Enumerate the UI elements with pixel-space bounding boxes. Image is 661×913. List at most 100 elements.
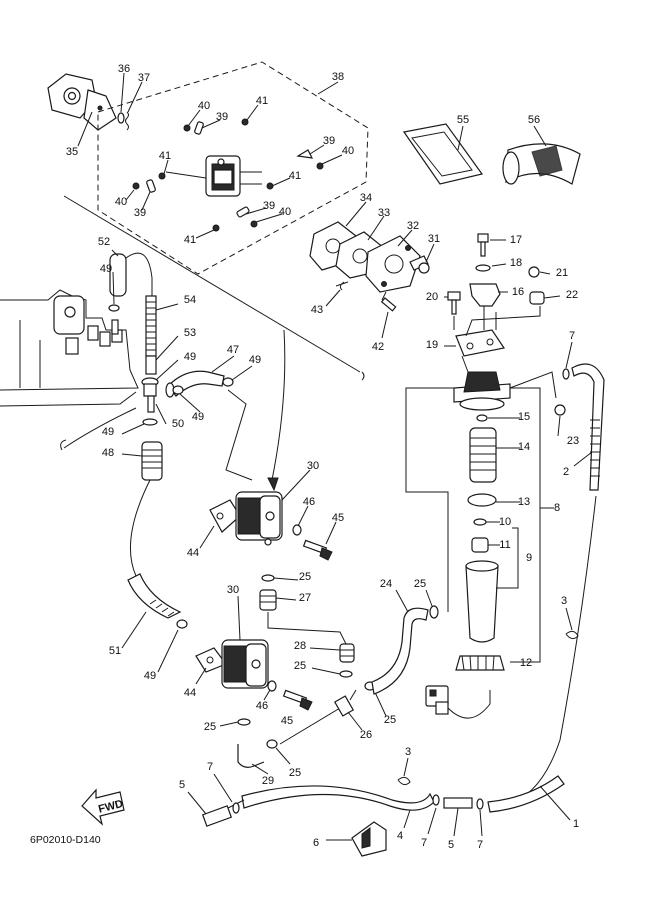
callout-25: 25 [289,767,301,779]
engine-block-outline [0,289,139,451]
callout-56: 56 [528,114,540,126]
callout-7: 7 [569,330,575,342]
instruction-label-55 [402,123,484,185]
callout-24: 24 [380,578,392,590]
callout-31: 31 [428,233,440,245]
callout-49: 49 [100,263,112,275]
callout-41: 41 [184,234,196,246]
callout-8: 8 [554,502,560,514]
callout-3: 3 [561,595,567,607]
callout-49: 49 [184,351,196,363]
callout-45: 45 [281,715,293,727]
callout-39: 39 [134,207,146,219]
fuel-filter-housing [453,371,566,671]
callout-4: 4 [397,830,403,842]
callout-1: 1 [573,818,579,830]
callout-40: 40 [115,196,127,208]
callout-5: 5 [448,839,454,851]
callout-7: 7 [477,839,483,851]
callout-38: 38 [332,71,344,83]
callout-25: 25 [294,660,306,672]
callout-22: 22 [566,289,578,301]
callout-33: 33 [378,207,390,219]
callout-48: 48 [102,447,114,459]
callout-17: 17 [510,234,522,246]
callout-28: 28 [294,640,306,652]
callout-37: 37 [138,72,150,84]
callout-10: 10 [499,516,511,528]
callout-23: 23 [567,435,579,447]
callout-5: 5 [179,779,185,791]
filter-bracket-plates [309,201,435,339]
engine-boundary-line [63,195,361,373]
callout-54: 54 [184,294,196,306]
callout-15: 15 [518,411,530,423]
cover-sleeve-56 [502,125,581,185]
callout-47: 47 [227,344,239,356]
callout-34: 34 [360,192,372,204]
fwd-label: FWD [97,798,124,816]
callout-49: 49 [192,411,204,423]
callout-41: 41 [256,95,268,107]
callout-49: 49 [249,354,261,366]
group-38-outline [97,61,369,275]
callout-39: 39 [216,111,228,123]
callout-42: 42 [372,341,384,353]
callout-19: 19 [426,339,438,351]
callout-35: 35 [66,146,78,158]
callout-6: 6 [313,837,319,849]
callout-25: 25 [414,578,426,590]
callout-12: 12 [520,657,532,669]
callout-52: 52 [98,236,110,248]
callout-39: 39 [323,135,335,147]
callout-45: 45 [332,512,344,524]
fuel-filter-bracket [444,233,561,373]
callout-13: 13 [518,496,530,508]
joint-26 [279,681,387,745]
callout-41: 41 [289,170,301,182]
hose-24 [371,589,439,695]
callout-49: 49 [144,670,156,682]
clips-and-screws-38 [125,104,343,239]
callout-40: 40 [342,145,354,157]
fuel-line-52-54-53 [108,249,179,481]
fuel-pump-30-lower [195,595,313,775]
callout-46: 46 [303,496,315,508]
fuel-pump-upper [165,155,262,197]
fwd-arrow-icon: FWD [81,788,125,826]
callout-30: 30 [307,460,319,472]
callout-26: 26 [360,729,372,741]
callout-16: 16 [512,286,524,298]
callout-14: 14 [518,441,530,453]
callout-29: 29 [262,775,274,787]
hose-51 [129,479,151,577]
fuel-pump-30-upper [199,469,337,561]
hose-2 [499,341,605,807]
callout-44: 44 [184,687,196,699]
callout-55: 55 [457,114,469,126]
callout-44: 44 [187,547,199,559]
filter-callout-brackets [405,387,554,663]
callout-51: 51 [109,645,121,657]
diagram-code: 6P02010-D140 [30,834,101,846]
hose-47 [165,355,253,481]
callout-18: 18 [510,257,522,269]
callout-32: 32 [407,220,419,232]
callout-41: 41 [159,150,171,162]
assembly-arrow [271,329,286,481]
callout-50: 50 [172,418,184,430]
tubes-27-28 [259,574,355,678]
callout-11: 11 [499,539,510,551]
callout-7: 7 [207,761,213,773]
connector-plug [425,685,491,719]
hose-1-and-bottom-line [187,607,579,857]
callout-25: 25 [299,571,311,583]
callout-27: 27 [299,592,311,604]
callout-21: 21 [556,267,568,279]
callout-46: 46 [256,700,268,712]
callout-30: 30 [227,584,239,596]
callout-7: 7 [421,837,427,849]
callout-49: 49 [102,426,114,438]
